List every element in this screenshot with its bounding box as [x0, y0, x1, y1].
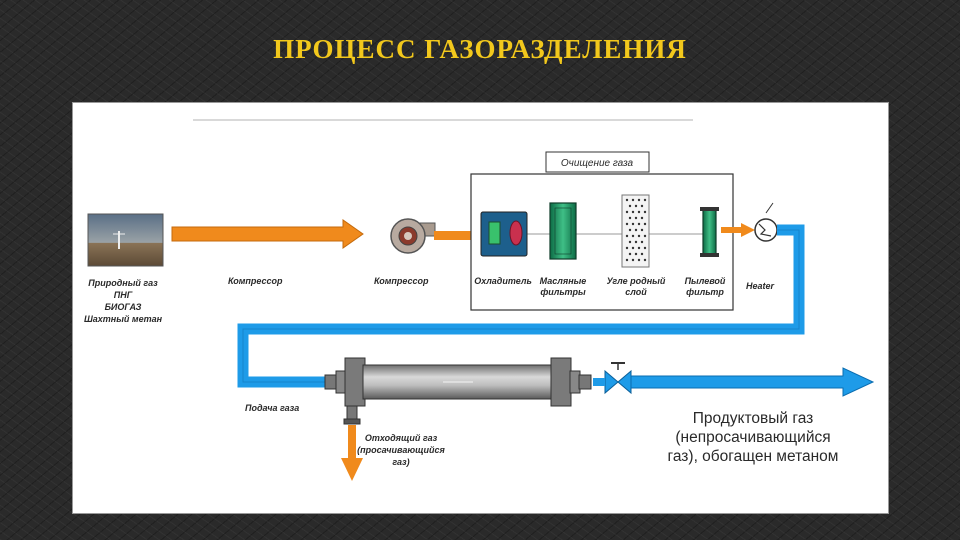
- dust-filter-label-2: фильтр: [686, 287, 724, 297]
- carbon-bed-label-2: слой: [625, 287, 647, 297]
- gas-cleaning-title-box: [545, 151, 650, 173]
- product-gas-label-line3: газ), обогащен метаном: [668, 448, 839, 465]
- waste-gas-label-line1: Отходящий газ: [365, 433, 438, 443]
- compressor-label-2: Компрессор: [374, 276, 429, 286]
- product-gas-label-line2: (непросачивающийся: [675, 429, 830, 446]
- product-valve-icon: [604, 362, 632, 395]
- dust-filter-icon: [700, 207, 719, 257]
- dust-filter-label-1: Пылевой: [685, 276, 726, 286]
- heater-label: Heater: [746, 281, 775, 291]
- waste-gas-label-line2: (просачивающийся: [357, 445, 445, 455]
- natural-gas-photo: [87, 213, 164, 267]
- compressor-icon: [390, 218, 436, 254]
- source-label-line2: ПНГ: [114, 290, 133, 300]
- gas-feed-label: Подача газа: [245, 403, 299, 413]
- flow-arrow-to-compressor: [171, 219, 364, 249]
- flow-connector-to-cleaning: [434, 231, 472, 240]
- flow-arrow-to-heater: [721, 223, 755, 237]
- diagram-panel: Природный газ ПНГ БИОГАЗ Шахтный метан К…: [73, 103, 888, 513]
- waste-gas-outlet: [341, 405, 363, 481]
- cooler-label: Охладитель: [474, 276, 532, 286]
- oil-filter-label-2: фильтры: [540, 287, 586, 297]
- source-label-line4: Шахтный метан: [84, 314, 163, 324]
- carbon-bed-label-1: Угле родный: [607, 276, 666, 286]
- carbon-bed-icon: [621, 194, 650, 268]
- gas-cleaning-title: Очищение газа: [561, 158, 634, 169]
- product-gas-label-line1: Продуктовый газ: [693, 410, 814, 427]
- oil-filter-label-1: Масляные: [540, 276, 587, 286]
- source-label-line1: Природный газ: [88, 278, 158, 288]
- heater-icon: [754, 202, 778, 242]
- page-title: ПРОЦЕСС ГАЗОРАЗДЕЛЕНИЯ: [273, 34, 687, 64]
- product-gas-arrow: [630, 367, 875, 397]
- process-diagram: Природный газ ПНГ БИОГАЗ Шахтный метан К…: [84, 119, 875, 481]
- compressor-label-1: Компрессор: [228, 276, 283, 286]
- source-label-line3: БИОГАЗ: [105, 302, 142, 312]
- cooler-icon: [480, 211, 528, 257]
- waste-gas-label-line3: газ): [392, 457, 409, 467]
- membrane-module: [324, 357, 592, 407]
- oil-filter-icon: [549, 202, 577, 260]
